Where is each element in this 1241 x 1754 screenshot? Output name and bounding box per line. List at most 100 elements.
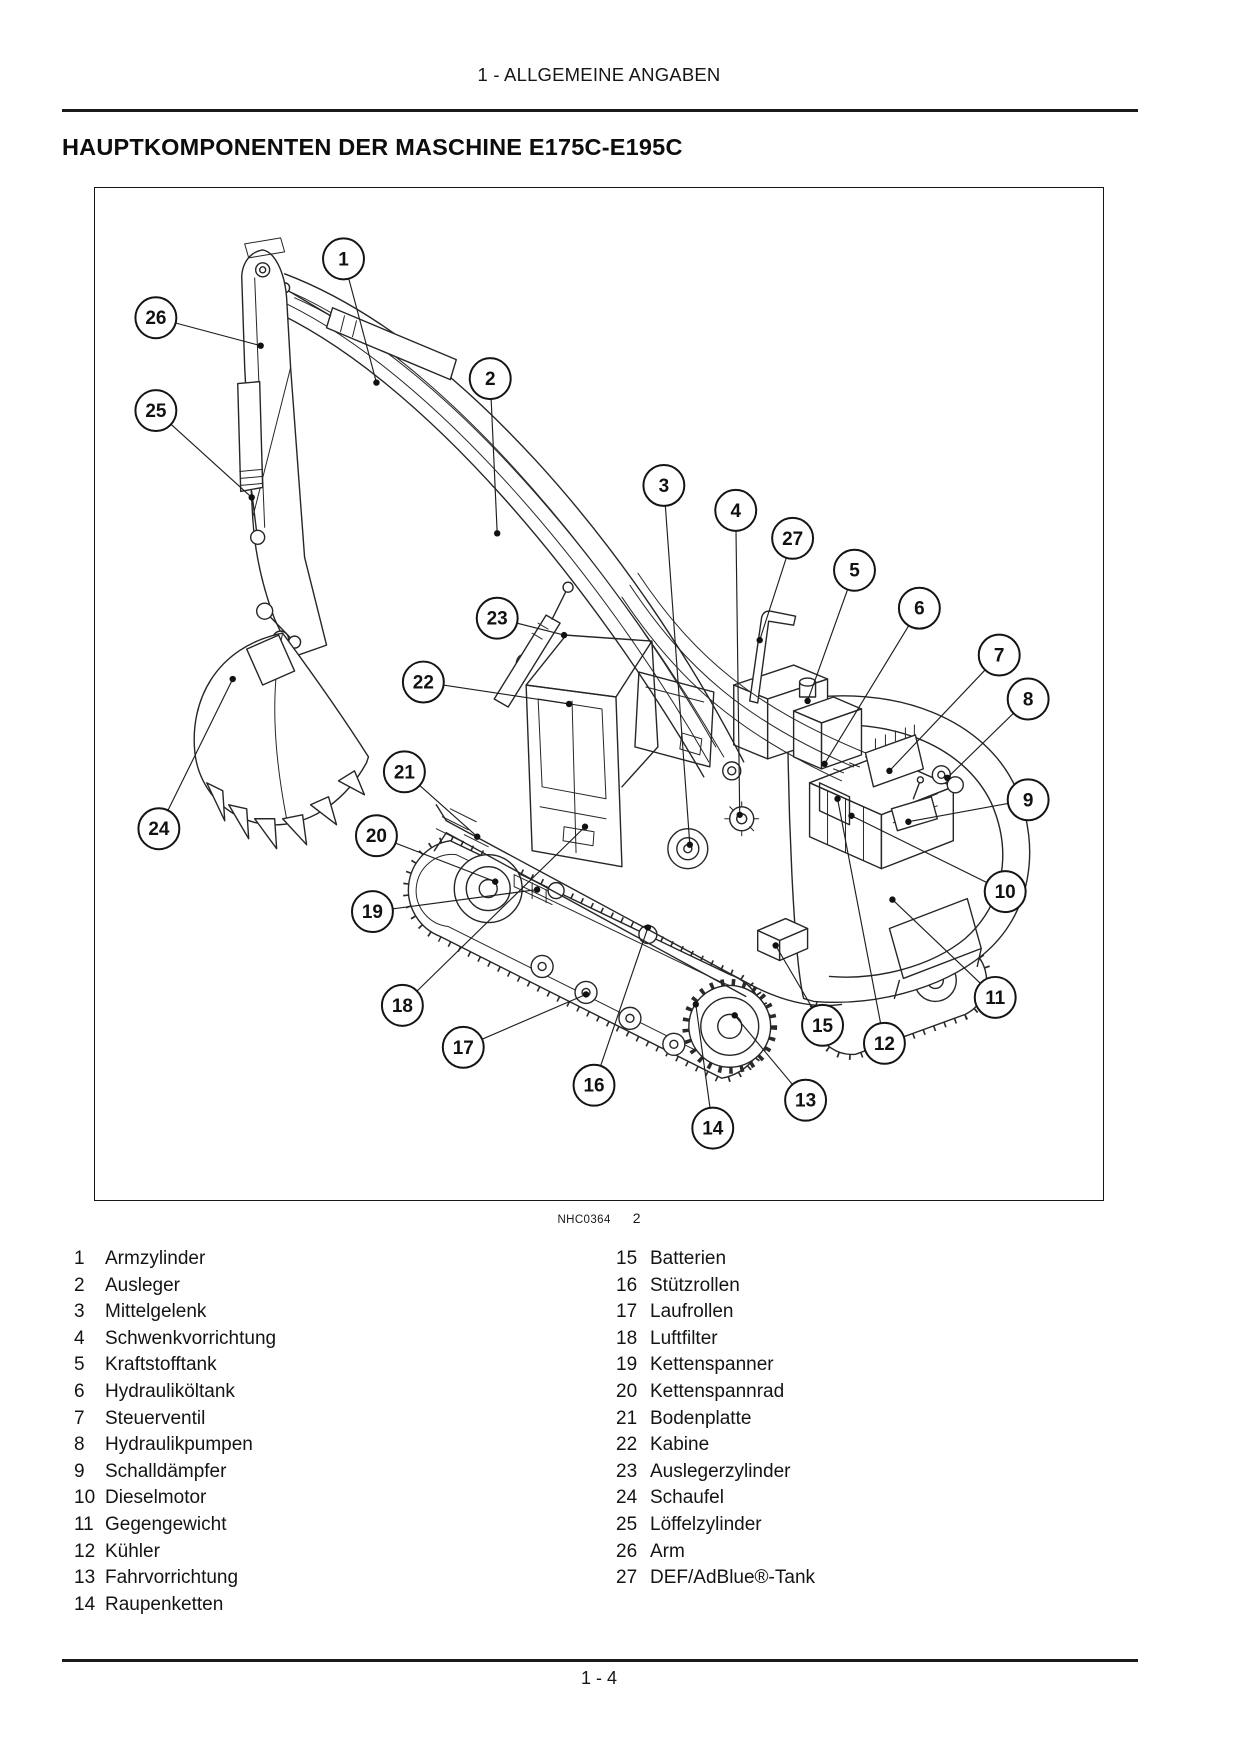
header-rule (62, 109, 1138, 112)
callout-leader-line (824, 607, 920, 765)
legend-item-number: 2 (74, 1274, 85, 1296)
callout-target-dot (804, 697, 811, 705)
callout-target-dot (257, 342, 264, 349)
legend-item-label: Schaufel (650, 1487, 724, 1509)
callout-13: 13 (731, 1012, 828, 1122)
callout-number: 16 (583, 1076, 604, 1097)
swing-drive (724, 801, 760, 837)
legend-item-number: 25 (616, 1513, 638, 1535)
legend-item-label: Hydrauliköltank (105, 1380, 235, 1402)
callout-circle (475, 596, 519, 640)
callout-20: 20 (354, 814, 499, 885)
callout-circle (784, 1078, 828, 1122)
legend-item-label: Batterien (650, 1248, 727, 1269)
callout-circle (350, 890, 394, 934)
callout-circle (322, 237, 365, 281)
control-valve (864, 724, 925, 788)
footer-rule (62, 1659, 1138, 1662)
callout-circle (441, 1025, 485, 1069)
track-assembly (402, 808, 778, 1084)
callout-number: 20 (366, 826, 387, 847)
legend-item-label: Löffelzylinder (650, 1513, 762, 1535)
boom-cylinder (493, 581, 574, 708)
legend-item-label: Ausleger (105, 1274, 180, 1296)
callout-target-dot (834, 795, 841, 802)
callout-number: 1 (338, 249, 349, 270)
idler-wheel (453, 853, 523, 924)
callout-number: 24 (148, 819, 170, 840)
bucket (193, 632, 370, 850)
excavator-drawing (193, 237, 1031, 1084)
legend-item-number: 1 (74, 1248, 85, 1269)
callout-leader-line (807, 570, 856, 702)
callout-circle (801, 1003, 845, 1047)
legend-item-label: Luftfilter (650, 1327, 718, 1349)
callout-17: 17 (441, 991, 590, 1069)
callout-target-dot (821, 760, 828, 768)
callout-target-dot (492, 878, 499, 885)
legend-item-number: 15 (616, 1248, 638, 1269)
legend-item-number: 3 (74, 1301, 85, 1323)
excavator-diagram: 1234567891011121314151617181920212223242… (134, 237, 1050, 1150)
bucket-teeth (206, 770, 366, 850)
callout-circle (642, 463, 686, 507)
callout-7: 7 (886, 633, 1021, 775)
legend-item-label: Mittelgelenk (105, 1301, 207, 1323)
legend-item-label: Dieselmotor (105, 1487, 207, 1509)
callout-leader-line (836, 798, 885, 1044)
legend-item-label: Laufrollen (650, 1301, 734, 1323)
deck (433, 761, 843, 1007)
boom-foot-pivot (722, 761, 742, 781)
callout-leader-line (155, 410, 253, 498)
legend-item-label: Arm (650, 1540, 685, 1562)
callout-15: 15 (772, 942, 845, 1047)
callout-1: 1 (322, 237, 380, 386)
callout-22: 22 (401, 660, 573, 708)
callout-circle (691, 1106, 735, 1150)
callout-number: 2 (485, 369, 496, 390)
callout-circle (862, 1021, 906, 1065)
legend-item-label: Schalldämpfer (105, 1460, 227, 1482)
callout-circle (973, 975, 1017, 1019)
callout-leader-line (463, 993, 587, 1048)
callout-leader-line (593, 927, 649, 1086)
callout-target-dot (248, 494, 255, 501)
callout-21: 21 (382, 750, 481, 840)
callout-number: 4 (730, 501, 741, 522)
callout-target-dot (474, 833, 481, 840)
callout-leader-line (423, 681, 570, 705)
callout-leader-line (735, 510, 741, 815)
legend-item-number: 16 (616, 1274, 638, 1296)
figure-number: 2 (632, 1210, 641, 1226)
callout-circle (134, 389, 178, 433)
callout-number: 21 (394, 762, 416, 783)
legend-item-label: Gegengewicht (105, 1513, 227, 1535)
callout-number: 8 (1023, 689, 1034, 710)
callout-target-dot (756, 636, 763, 644)
callout-circle (354, 814, 398, 858)
legend-item-label: Kettenspannrad (650, 1380, 785, 1402)
legend-item-number: 23 (616, 1460, 638, 1482)
callout-number: 11 (985, 988, 1005, 1009)
callout-12: 12 (834, 795, 906, 1065)
legend-item-number: 24 (616, 1487, 638, 1509)
arm-and-bucket (193, 237, 370, 850)
callout-number: 14 (702, 1119, 724, 1140)
legend-item-label: Schwenkvorrichtung (105, 1327, 277, 1349)
callout-number: 19 (362, 902, 383, 923)
callout-leader-line (489, 378, 498, 534)
